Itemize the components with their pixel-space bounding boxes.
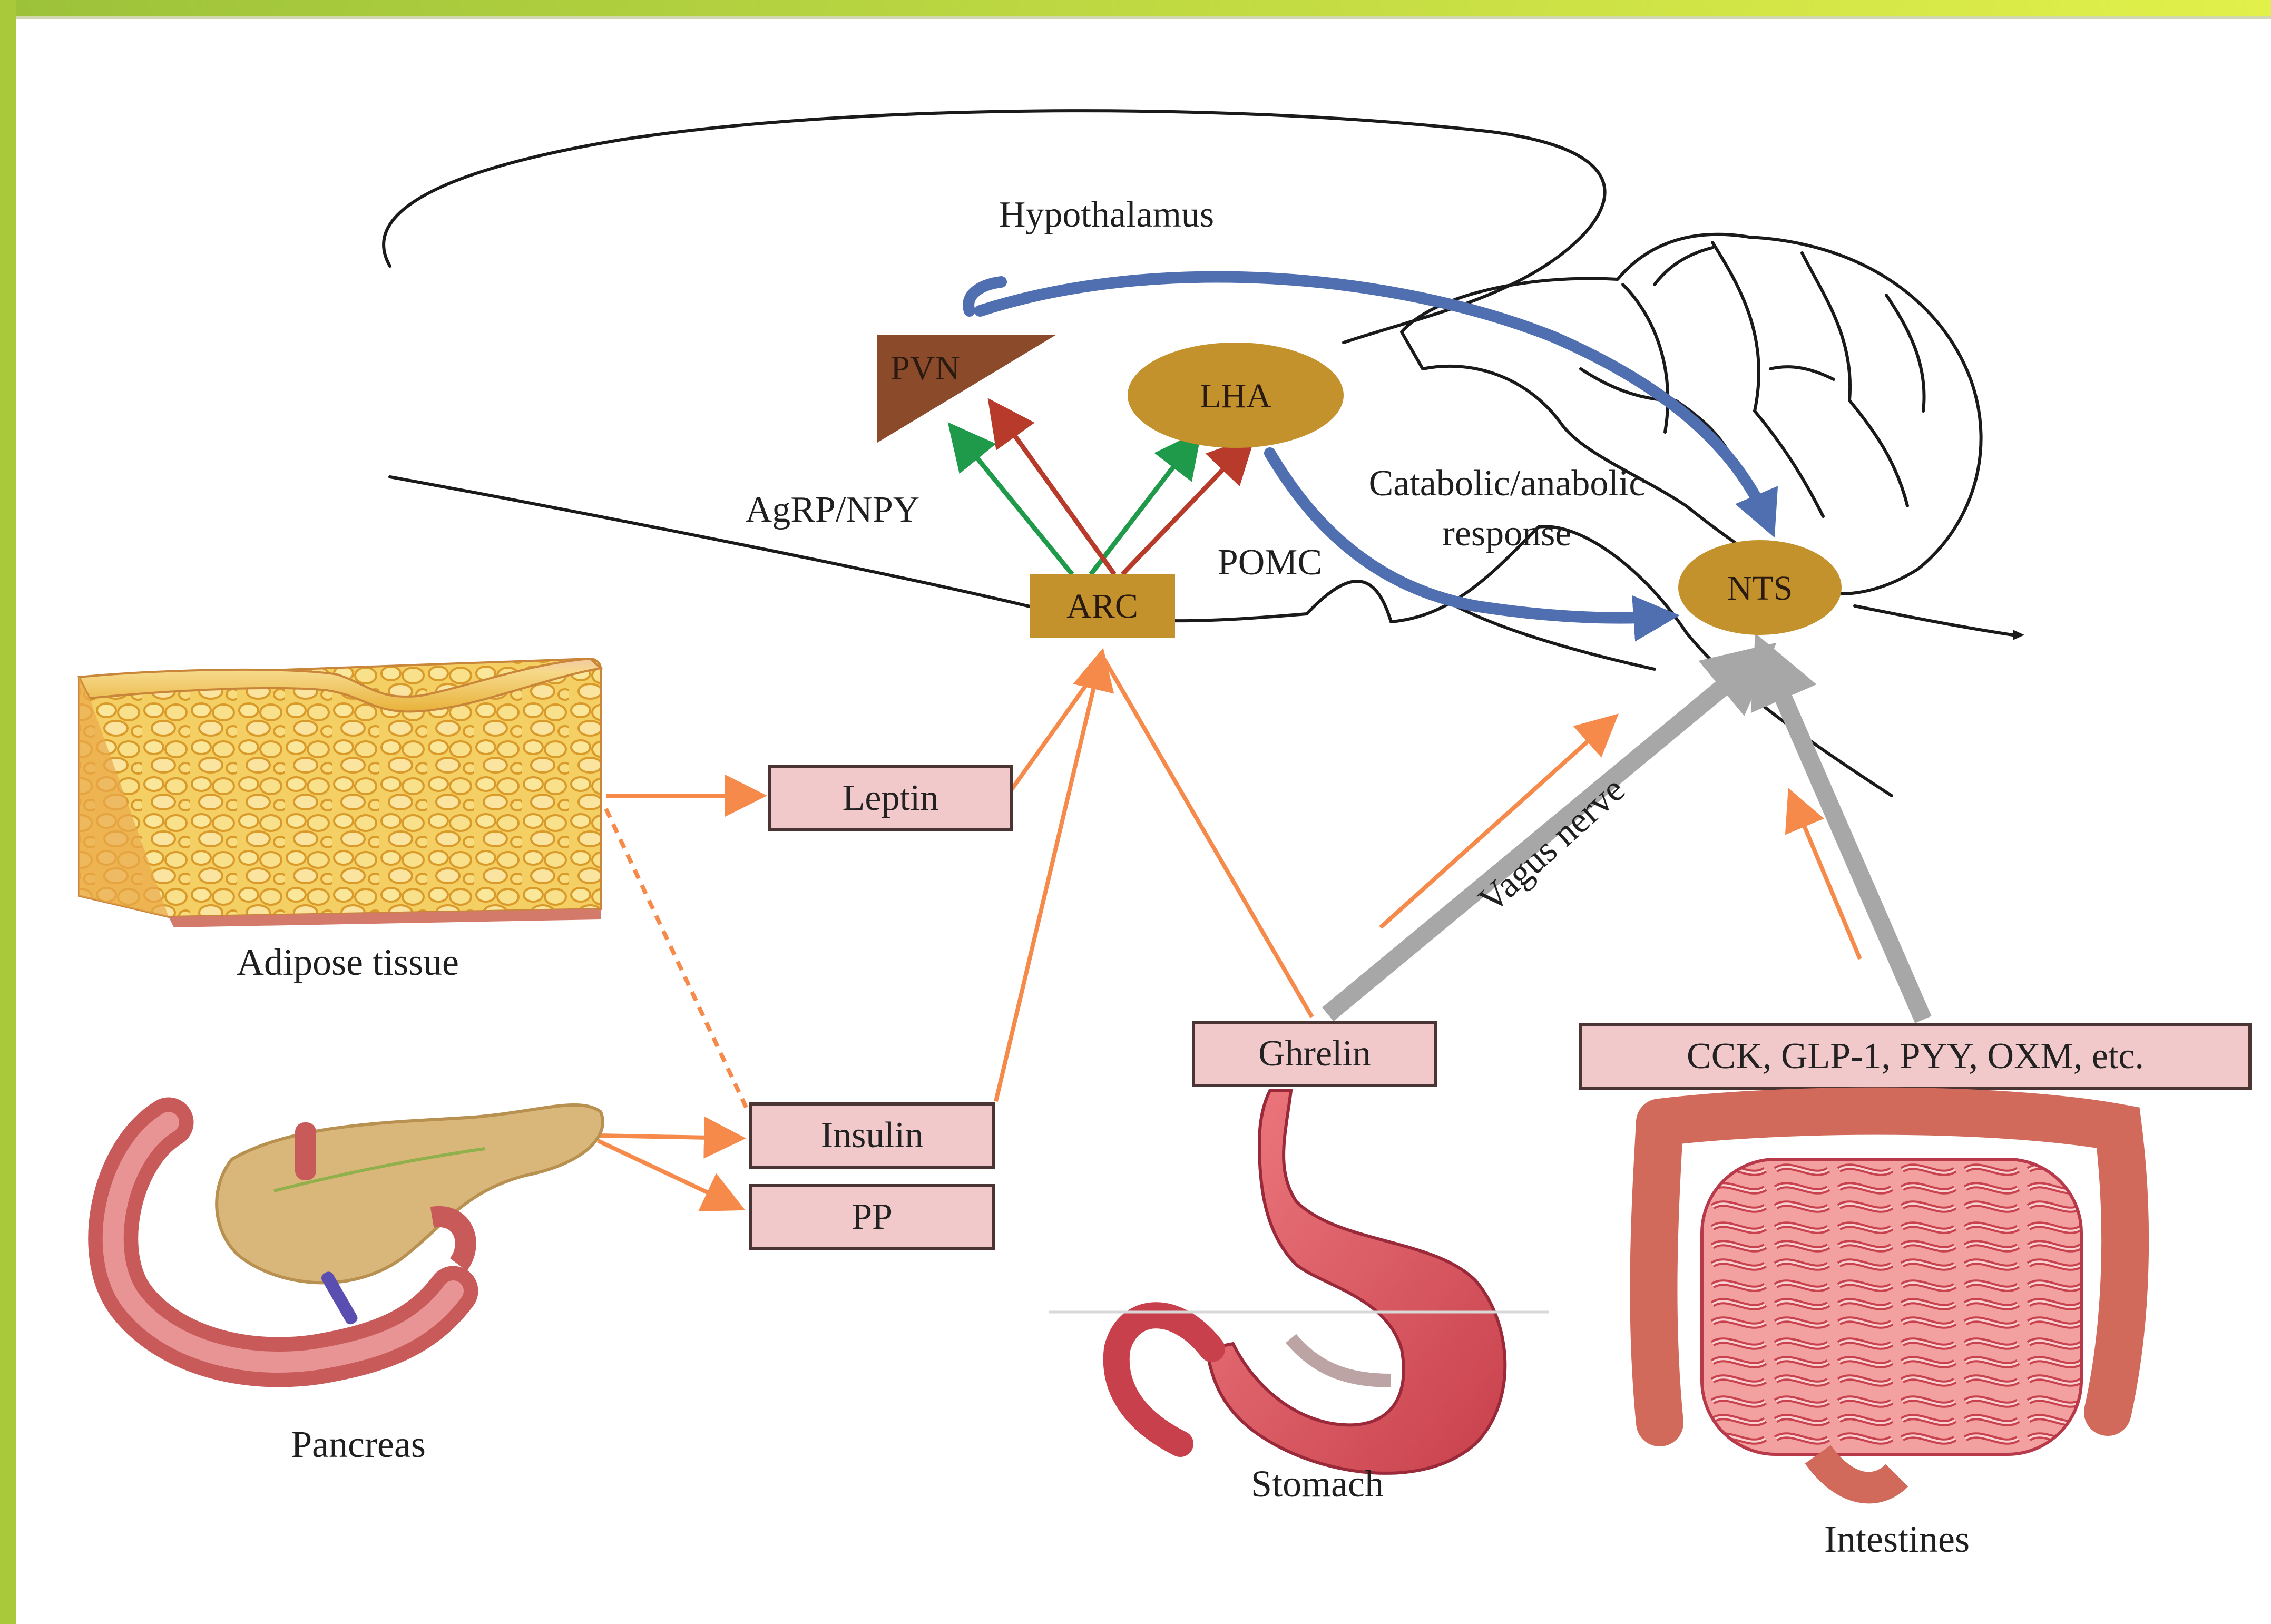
frame-left-bar xyxy=(0,0,16,1624)
intestines-illustration xyxy=(1653,1111,2125,1488)
arrow-adipose-insulin-dotted xyxy=(606,809,748,1112)
hypothalamus-label: Hypothalamus xyxy=(999,194,1214,235)
vagus-nerve-label: Vagus nerve xyxy=(1471,769,1632,921)
frame-top-bar xyxy=(0,0,2271,16)
arrow-intestines-nts xyxy=(1792,796,1860,959)
intestines-label: Intestines xyxy=(1824,1518,1970,1560)
pancreas-label: Pancreas xyxy=(291,1423,426,1465)
hormone-gut-box: CCK, GLP-1, PYY, OXM, etc. xyxy=(1581,1025,2250,1088)
adipose-tissue-label: Adipose tissue xyxy=(237,941,459,983)
lha-label: LHA xyxy=(1200,377,1271,415)
stomach-illustration xyxy=(1049,1091,1549,1473)
arrow-pancreas-insulin xyxy=(598,1136,738,1138)
ghrelin-label: Ghrelin xyxy=(1258,1033,1371,1074)
stomach-label: Stomach xyxy=(1251,1463,1384,1505)
hormone-insulin-box: Insulin xyxy=(751,1104,993,1167)
insulin-label: Insulin xyxy=(821,1115,923,1156)
arc-label: ARC xyxy=(1066,587,1138,625)
hormone-pp-box: PP xyxy=(751,1186,993,1249)
agrp-arrow-pvn xyxy=(954,429,1072,574)
arrow-ghrelin-arc xyxy=(1104,659,1312,1017)
gut-hormones-label: CCK, GLP-1, PYY, OXM, etc. xyxy=(1687,1036,2144,1077)
arrow-insulin-arc xyxy=(996,656,1101,1101)
catabolic-label-line2: response xyxy=(1443,513,1572,554)
hormone-leptin-box: Leptin xyxy=(769,767,1012,830)
nts-label: NTS xyxy=(1727,569,1793,608)
hormone-ghrelin-box: Ghrelin xyxy=(1193,1022,1436,1085)
pomc-label: POMC xyxy=(1218,542,1322,583)
vagus-arrow-intestines xyxy=(1765,656,1923,1020)
pp-label: PP xyxy=(851,1197,893,1237)
pancreas-illustration xyxy=(113,1105,603,1362)
arrow-pancreas-pp xyxy=(598,1141,738,1207)
pvn-label: PVN xyxy=(890,349,960,387)
adipose-tissue-illustration xyxy=(79,659,601,927)
agrp-npy-label: AgRP/NPY xyxy=(746,490,920,530)
arrow-leptin-arc xyxy=(1009,664,1101,793)
frame-inner-line xyxy=(16,16,2271,19)
leptin-label: Leptin xyxy=(843,778,939,818)
catabolic-label-line1: Catabolic/anabolic xyxy=(1369,463,1646,504)
